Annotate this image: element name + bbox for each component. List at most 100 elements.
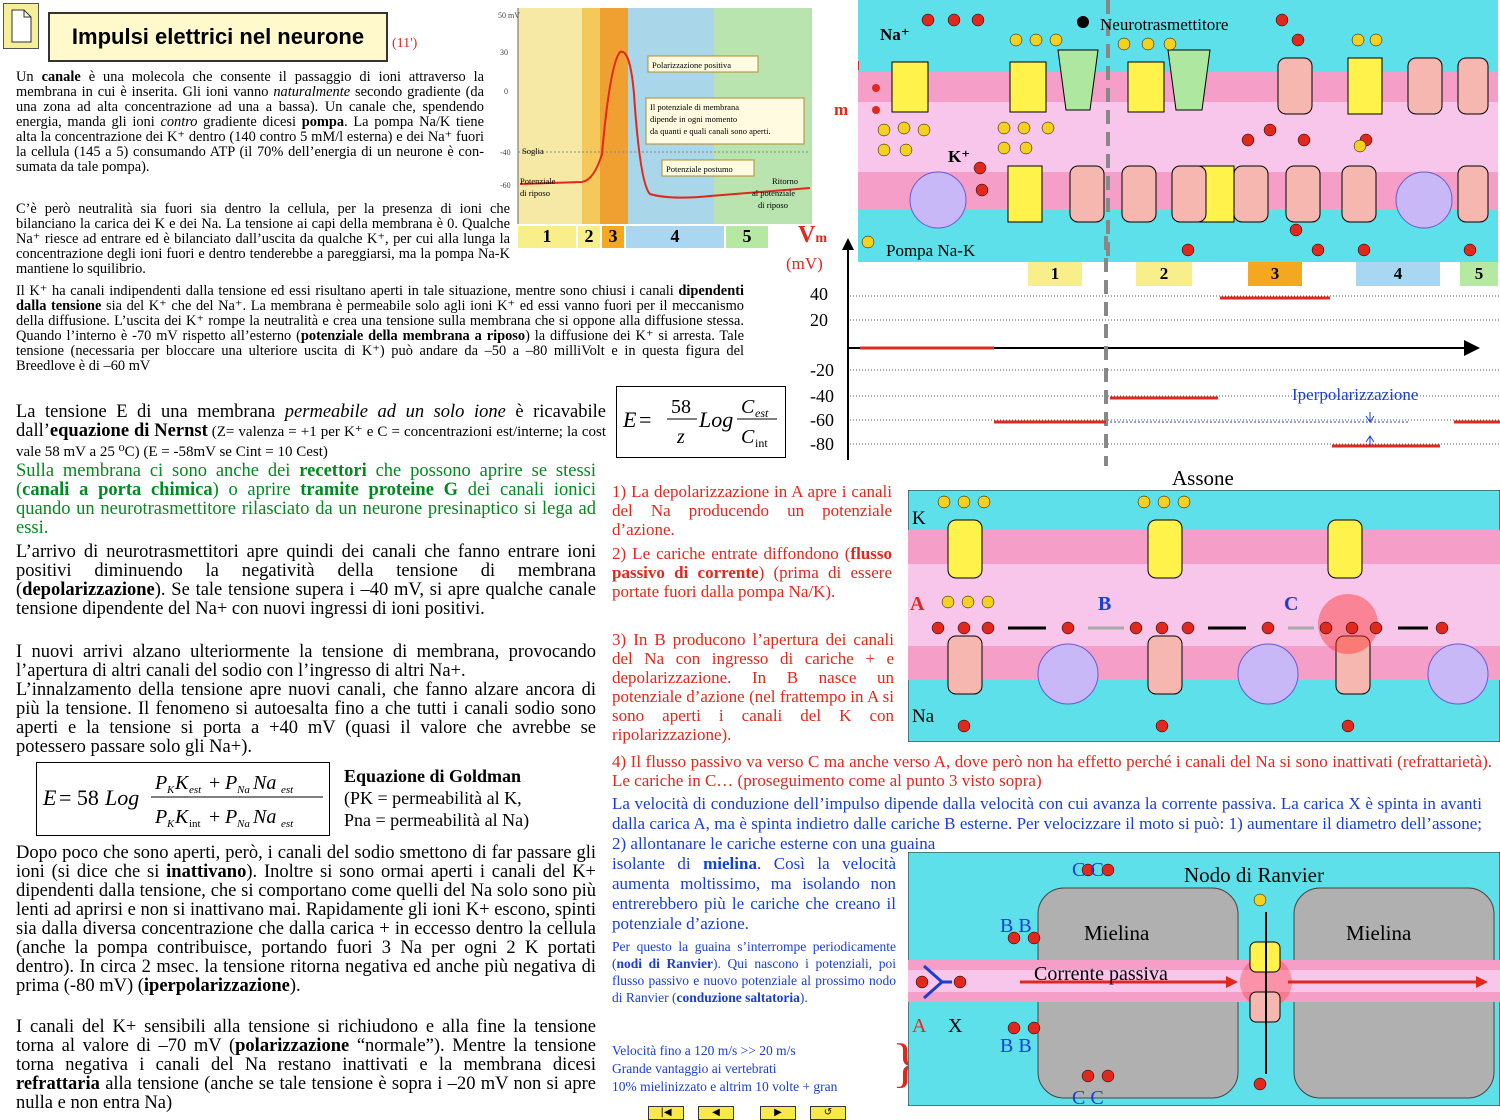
svg-text:B B: B B (1000, 1035, 1032, 1057)
svg-text:E: E (42, 785, 57, 810)
svg-text:Potenziale postumo: Potenziale postumo (666, 164, 733, 174)
axon-diagram: K Na A B C (907, 489, 1500, 743)
vm-label: Vm (798, 222, 828, 248)
svg-text:K: K (912, 508, 926, 529)
return-button[interactable]: ↺ (810, 1106, 846, 1120)
svg-text:C: C (741, 396, 755, 418)
svg-text:+: + (209, 806, 220, 828)
svg-text:-60: -60 (810, 410, 834, 430)
paragraph-nernst: La tensione E di una membrana permeabile… (16, 402, 606, 461)
svg-text:P: P (154, 772, 167, 794)
svg-text:int: int (755, 436, 768, 450)
svg-text:Log: Log (698, 407, 733, 432)
svg-text:P: P (154, 806, 167, 828)
svg-text:0: 0 (504, 87, 508, 96)
goldman-pna: Pna = permeabilità al Na) (344, 810, 530, 830)
svg-text:= 58: = 58 (59, 785, 99, 810)
svg-text:Neurotrasmettitore: Neurotrasmettitore (1100, 15, 1228, 34)
svg-text:K: K (166, 784, 175, 796)
svg-text:Mielina: Mielina (1346, 921, 1412, 945)
svg-text:Na: Na (252, 806, 276, 828)
svg-text:K⁺: K⁺ (948, 147, 970, 166)
svg-text:Na: Na (236, 818, 250, 830)
svg-text:Mielina: Mielina (1084, 921, 1150, 945)
svg-text:Na: Na (912, 706, 935, 727)
graph-phase-4: 4 (626, 226, 724, 248)
step-4: 4) Il flusso passivo va verso C ma anche… (612, 752, 1492, 790)
svg-text:C C: C C (1072, 1087, 1104, 1106)
graph-phase-5: 5 (726, 226, 768, 248)
svg-text:Ritorno: Ritorno (772, 176, 798, 186)
svg-text:P: P (224, 772, 237, 794)
goldman-title: Equazione di Goldman (344, 766, 522, 786)
svg-text:-60: -60 (500, 181, 511, 190)
graph-phase-1: 1 (518, 226, 576, 248)
page-title: Impulsi elettrici nel neurone (48, 12, 388, 62)
svg-text:C: C (741, 426, 755, 448)
vm-phase-1: 1 (1028, 262, 1082, 286)
paragraph-recettori: Sulla membrana ci sono anche dei recetto… (16, 461, 596, 538)
next-slide-button[interactable]: ▶ (760, 1106, 796, 1120)
vm-phase-5: 5 (1460, 262, 1498, 286)
velocity-line-3: 10% mielinizzato e altrim 10 volte + gra… (612, 1079, 838, 1094)
svg-text:int: int (189, 818, 201, 830)
vm-phase-4: 4 (1356, 262, 1440, 286)
prev-slide-button[interactable]: ◀ (698, 1106, 734, 1120)
svg-text:da quanti e quali canali sono: da quanti e quali canali sono aperti. (650, 126, 771, 136)
svg-text:z: z (676, 426, 685, 448)
svg-text:B B: B B (1000, 915, 1032, 937)
svg-text:Na⁺: Na⁺ (880, 25, 910, 44)
svg-text:Soglia: Soglia (522, 146, 544, 156)
graph-phase-3: 3 (602, 226, 624, 248)
svg-text:Potenziale: Potenziale (520, 176, 556, 186)
svg-text:58: 58 (671, 396, 691, 418)
paragraph-k-channels: Il K⁺ ha canali indipendenti dalla tensi… (16, 283, 744, 374)
svg-text:P: P (224, 806, 237, 828)
velocity-paragraph: La velocità di conduzione dell’impulso d… (612, 794, 1482, 853)
svg-text:-40: -40 (500, 148, 511, 157)
vm-unit: (mV) (786, 254, 823, 273)
svg-text:est: est (755, 406, 769, 420)
svg-text:A: A (910, 593, 925, 615)
svg-text:di riposo: di riposo (758, 200, 788, 210)
svg-text:Nodo di Ranvier: Nodo di Ranvier (1184, 863, 1324, 887)
svg-text:B: B (1098, 593, 1111, 615)
svg-text:-40: -40 (810, 386, 834, 406)
svg-text:+: + (209, 772, 220, 794)
step-3: 3) In B producono l’apertura dei canali … (612, 630, 894, 744)
mielina-paragraph: isolante di mielina. Così la velocità au… (612, 854, 896, 933)
svg-text:Corrente passiva: Corrente passiva (1034, 963, 1168, 985)
vm-phase-2: 2 (1136, 262, 1192, 286)
svg-text:-80: -80 (810, 434, 834, 454)
velocity-line-1: Velocità fino a 120 m/s >> 20 m/s (612, 1043, 796, 1058)
paragraph-canale: Un canale è una molecola che consente il… (16, 69, 485, 175)
velocity-line-2: Grande vantaggio ai vertebrati (612, 1061, 777, 1076)
svg-text:al potenziale: al potenziale (752, 188, 795, 198)
svg-text:Il potenziale di membrana: Il potenziale di membrana (650, 102, 739, 112)
svg-text:30: 30 (500, 48, 508, 57)
paragraph-depolarizzazione: L’arrivo di neurotrasmettitori apre quin… (16, 542, 596, 619)
svg-text:Iperpolarizzazione: Iperpolarizzazione (1292, 385, 1418, 404)
svg-text:C: C (1284, 593, 1298, 615)
svg-text:K: K (174, 772, 190, 794)
paragraph-innalzamento: L’innalzamento della tensione apre nuovi… (16, 680, 596, 757)
svg-text:Na: Na (252, 772, 276, 794)
vm-chart: 40 20 -20 -40 -60 -80 Iperpolarizzazione (800, 236, 1500, 466)
paragraph-nuovi-arrivi: I nuovi arrivi alzano ulteriormente la t… (16, 642, 596, 681)
svg-text:Log: Log (104, 785, 139, 810)
ranvier-paragraph: Per questo la guaina s’interrompe period… (612, 939, 896, 1005)
vm-phase-3: 3 (1248, 262, 1302, 286)
graph-phase-strip: 1 2 3 4 5 (518, 226, 768, 248)
first-slide-button[interactable]: |◀ (648, 1106, 684, 1120)
action-potential-figure: 50 mV 30 0 -40 -60 Polarizzazione positi… (490, 4, 816, 254)
svg-text:Pompa Na-K: Pompa Na-K (886, 241, 976, 260)
goldman-pk: (PK = permeabilità al K, (344, 788, 522, 808)
ranvier-diagram: Nodo di Ranvier Mielina Mielina Corrente… (907, 851, 1500, 1109)
vm-phase-strip: 1 2 3 4 5 (1028, 262, 1498, 286)
paragraph-inattivano: Dopo poco che sono aperti, però, i canal… (16, 843, 596, 996)
document-icon[interactable] (3, 3, 39, 49)
svg-text:50 mV: 50 mV (498, 11, 520, 20)
svg-text:C C: C C (1072, 859, 1104, 881)
